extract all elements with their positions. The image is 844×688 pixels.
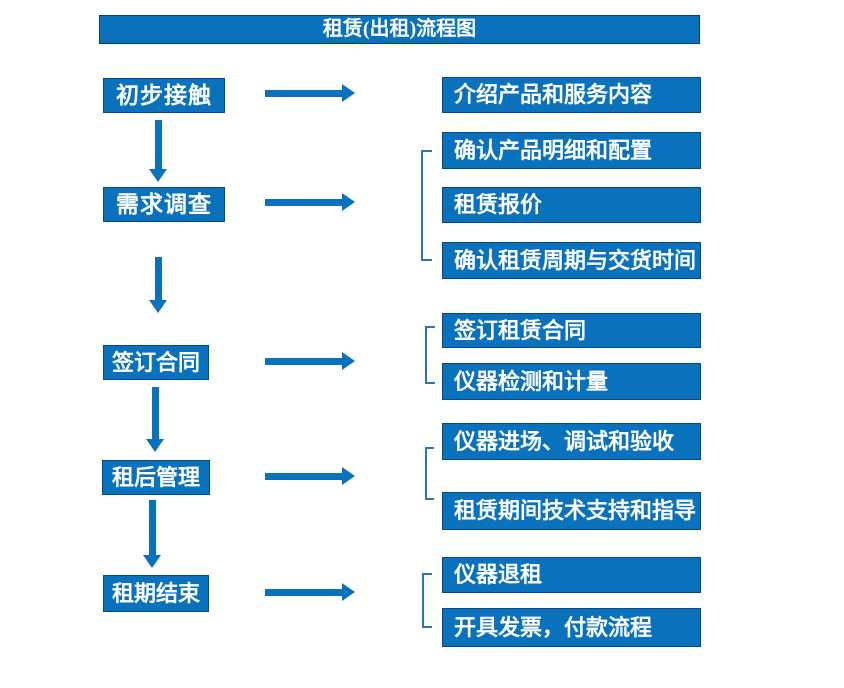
- stage-box-post-rental-management: 租后管理: [102, 460, 210, 495]
- down-arrow-head-icon: [143, 555, 161, 568]
- right-arrow-head-icon: [342, 467, 355, 485]
- down-arrow-shaft: [149, 500, 156, 556]
- output-box-technical-support: 租赁期间技术支持和指导: [442, 492, 701, 530]
- bracket-post-rental-group: [425, 447, 434, 500]
- output-box-instrument-testing: 仪器检测和计量: [442, 363, 701, 400]
- output-box-instrument-setup-acceptance: 仪器进场、调试和验收: [442, 423, 701, 460]
- bracket-demand-survey-group: [421, 150, 432, 261]
- stage-box-demand-survey: 需求调查: [103, 187, 225, 222]
- down-arrow-shaft: [152, 387, 159, 440]
- stage-box-sign-contract: 签订合同: [103, 345, 209, 380]
- output-box-confirm-product-details: 确认产品明细和配置: [442, 132, 701, 169]
- flowchart-title: 租赁(出租)流程图: [99, 15, 700, 44]
- down-arrow-head-icon: [149, 300, 167, 313]
- bracket-rental-end-group: [422, 573, 432, 628]
- down-arrow-head-icon: [149, 169, 167, 182]
- output-box-rental-quotation: 租赁报价: [442, 187, 701, 223]
- right-arrow-head-icon: [342, 352, 355, 370]
- stage-box-rental-end: 租期结束: [103, 575, 209, 612]
- right-arrow-shaft: [265, 199, 343, 206]
- right-arrow-head-icon: [342, 583, 355, 601]
- right-arrow-head-icon: [342, 193, 355, 211]
- right-arrow-shaft: [265, 589, 343, 596]
- stage-box-initial-contact: 初步接触: [103, 78, 225, 113]
- right-arrow-shaft: [265, 358, 343, 365]
- right-arrow-shaft: [265, 473, 343, 480]
- output-box-introduce-products: 介绍产品和服务内容: [442, 77, 701, 113]
- output-box-sign-rental-contract: 签订租赁合同: [442, 313, 701, 348]
- right-arrow-head-icon: [342, 84, 355, 102]
- bracket-sign-contract-group: [425, 326, 435, 384]
- down-arrow-head-icon: [146, 439, 164, 452]
- down-arrow-shaft: [155, 120, 162, 170]
- down-arrow-shaft: [155, 257, 162, 301]
- output-box-instrument-return: 仪器退租: [442, 557, 701, 593]
- output-box-invoice-payment: 开具发票，付款流程: [442, 608, 701, 647]
- right-arrow-shaft: [265, 90, 343, 97]
- output-box-confirm-rental-period: 确认租赁周期与交货时间: [442, 242, 701, 279]
